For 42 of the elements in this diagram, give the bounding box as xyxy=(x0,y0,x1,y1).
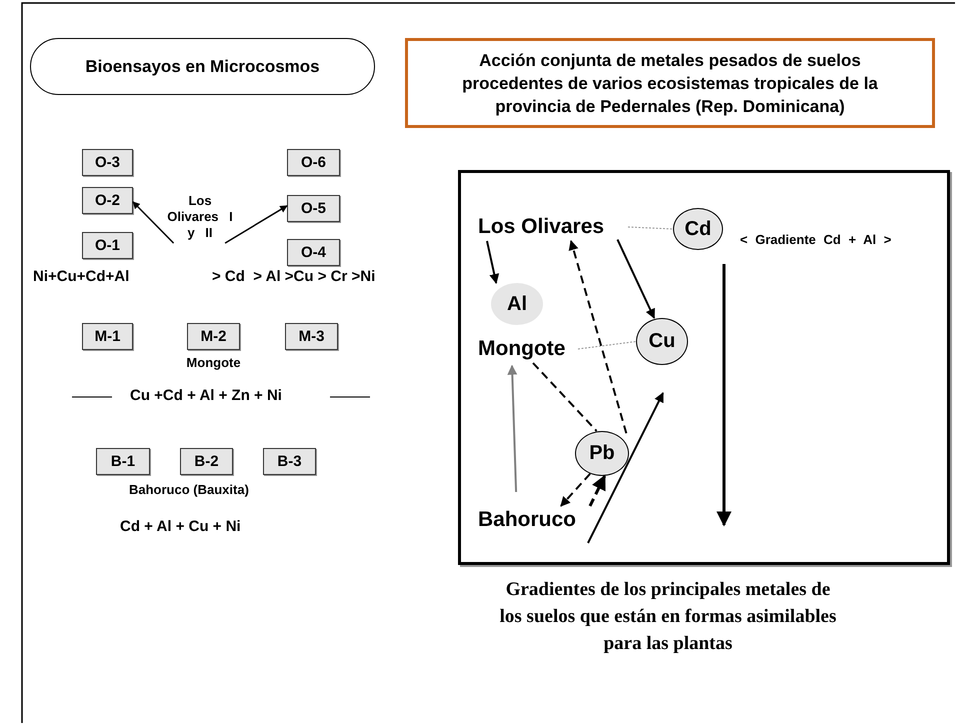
metal-list: Cu +Cd + Al + Zn + Ni xyxy=(130,387,282,404)
metal-circle: Cu xyxy=(636,318,688,365)
metal-list: Cd + Al + Cu + Ni xyxy=(120,518,241,535)
sample-box: O-5 xyxy=(287,195,340,222)
sample-box: M-2 xyxy=(187,323,240,350)
sample-box: O-6 xyxy=(287,149,340,176)
sample-box: O-2 xyxy=(82,187,133,214)
site-label: Bahoruco xyxy=(478,506,590,534)
connector-line xyxy=(628,226,674,230)
metal-gradient: > Cd > Al >Cu > Cr >Ni xyxy=(212,268,376,285)
title-box: Bioensayos en Microcosmos xyxy=(30,38,375,95)
sample-box: O-4 xyxy=(287,239,340,266)
site-name: Bahoruco (Bauxita) xyxy=(129,482,249,497)
metal-circle: Cd xyxy=(673,208,723,250)
sample-box: B-3 xyxy=(263,448,316,475)
metal-list: Ni+Cu+Cd+Al xyxy=(33,268,130,285)
metal-circle: Pb xyxy=(575,431,629,476)
heading-box: Acción conjunta de metales pesados de suelos procedentes de varios ecosistemas tropicales de la provincia de Pedernales (Rep. Dominicana) xyxy=(405,38,935,128)
arrow xyxy=(132,201,174,244)
arrow xyxy=(486,240,500,284)
arrow xyxy=(616,239,656,319)
connector-line xyxy=(532,362,598,432)
site-label: Mongote xyxy=(478,335,578,363)
arrow xyxy=(560,473,591,507)
site-label: Los Olivares I y II xyxy=(167,188,233,246)
diagram-panel xyxy=(458,170,950,565)
arrow xyxy=(507,364,518,492)
sample-box: O-3 xyxy=(82,149,133,176)
arrow xyxy=(588,474,606,507)
sample-box: B-1 xyxy=(96,448,150,475)
sample-box: O-1 xyxy=(82,232,133,259)
site-name: Mongote xyxy=(185,355,242,370)
sample-box: M-1 xyxy=(82,323,133,350)
connector-line xyxy=(578,341,636,350)
arrow xyxy=(224,205,288,244)
caption: Gradientes de los principales metales de los suelos que están en formas asimilables para las plantas xyxy=(498,578,838,656)
metal-circle: Al xyxy=(491,283,543,325)
sample-box: B-2 xyxy=(180,448,233,475)
site-label: Los Olivares xyxy=(478,213,628,241)
sample-box: M-3 xyxy=(285,323,338,350)
arrow xyxy=(568,240,628,434)
gradient-label: < Gradiente Cd + Al > xyxy=(740,232,892,247)
